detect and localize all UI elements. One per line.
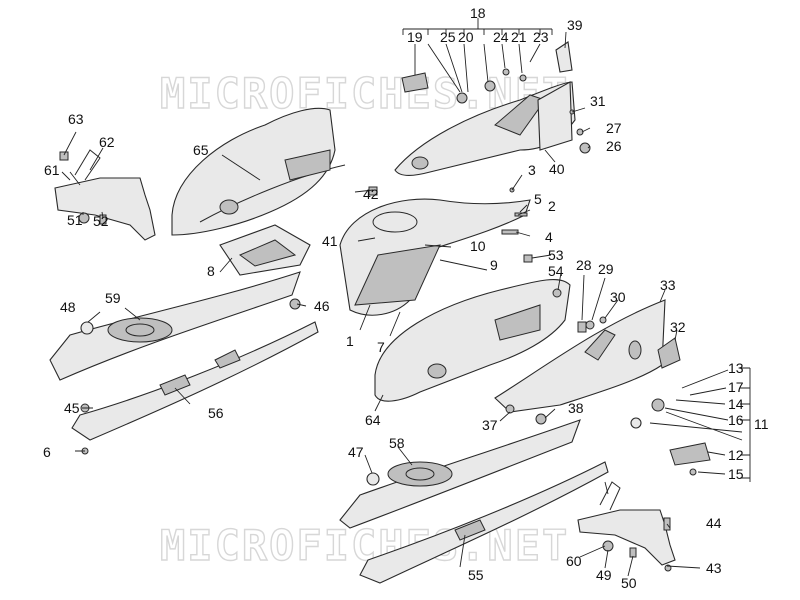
small-fasteners	[59, 41, 711, 572]
callout-60: 60	[566, 553, 582, 569]
part-65-left-side-panel	[171, 107, 346, 236]
part-33-rear-cover	[494, 299, 666, 413]
callout-10: 10	[470, 238, 486, 254]
part-55-right-floor-support	[359, 461, 609, 584]
callout-20: 20	[458, 29, 474, 45]
callout-18: 18	[470, 5, 486, 21]
callout-62: 62	[99, 134, 115, 150]
part-40-right-side-panel	[394, 81, 576, 177]
callout-14: 14	[728, 396, 744, 412]
callout-50: 50	[621, 575, 637, 591]
callout-38: 38	[568, 400, 584, 416]
callout-29: 29	[598, 261, 614, 277]
callout-37: 37	[482, 417, 498, 433]
callout-32: 32	[670, 319, 686, 335]
part-58-right-floor-mat	[339, 419, 581, 529]
callout-33: 33	[660, 277, 676, 293]
callout-63: 63	[68, 111, 84, 127]
callout-40: 40	[549, 161, 565, 177]
callout-49: 49	[596, 567, 612, 583]
callout-48: 48	[60, 299, 76, 315]
callout-59: 59	[105, 290, 121, 306]
callout-19: 19	[407, 29, 423, 45]
callout-1: 1	[346, 333, 354, 349]
part-8-bottom-panel	[219, 224, 311, 276]
callout-30: 30	[610, 289, 626, 305]
part-1-centre-tunnel	[339, 198, 531, 316]
callout-16: 16	[728, 412, 744, 428]
callout-2: 2	[548, 198, 556, 214]
callout-54: 54	[548, 263, 564, 279]
callout-11: 11	[754, 416, 769, 432]
part-64-right-lower-panel	[374, 279, 571, 402]
callout-53: 53	[548, 247, 564, 263]
callout-61: 61	[44, 162, 60, 178]
callout-43: 43	[706, 560, 722, 576]
part-56-left-floor-support	[71, 321, 319, 441]
callout-28: 28	[576, 257, 592, 273]
callout-5: 5	[534, 191, 542, 207]
callout-3: 3	[528, 162, 536, 178]
callout-45: 45	[64, 400, 80, 416]
callout-6: 6	[43, 444, 51, 460]
watermark-bottom: MICROFICHES.NET	[160, 521, 569, 570]
callout-12: 12	[728, 447, 744, 463]
part-60-right-bracket	[577, 481, 676, 566]
callout-26: 26	[606, 138, 622, 154]
callout-44: 44	[706, 515, 722, 531]
callout-labels: 18 19 25 20 24 21 23 39 31 27 26 40 63 6…	[43, 5, 769, 591]
callout-24: 24	[493, 29, 509, 45]
callout-9: 9	[490, 257, 498, 273]
callout-13: 13	[728, 360, 744, 376]
callout-25: 25	[440, 29, 456, 45]
callout-52: 52	[93, 213, 109, 229]
callout-4: 4	[545, 229, 553, 245]
callout-51: 51	[67, 212, 83, 228]
callout-27: 27	[606, 120, 622, 136]
callout-23: 23	[533, 29, 549, 45]
callout-31: 31	[590, 93, 606, 109]
leader-lines	[61, 18, 751, 577]
callout-64: 64	[365, 412, 381, 428]
callout-15: 15	[728, 466, 744, 482]
callout-56: 56	[208, 405, 224, 421]
part-59-left-floor-mat	[49, 271, 301, 381]
callout-21: 21	[511, 29, 527, 45]
callout-8: 8	[207, 263, 215, 279]
callout-55: 55	[468, 567, 484, 583]
callout-58: 58	[389, 435, 405, 451]
callout-46: 46	[314, 298, 330, 314]
callout-65: 65	[193, 142, 209, 158]
callout-7: 7	[377, 339, 385, 355]
callout-39: 39	[567, 17, 583, 33]
callout-42: 42	[363, 186, 379, 202]
callout-41: 41	[322, 233, 338, 249]
callout-47: 47	[348, 444, 364, 460]
callout-17: 17	[728, 379, 744, 395]
